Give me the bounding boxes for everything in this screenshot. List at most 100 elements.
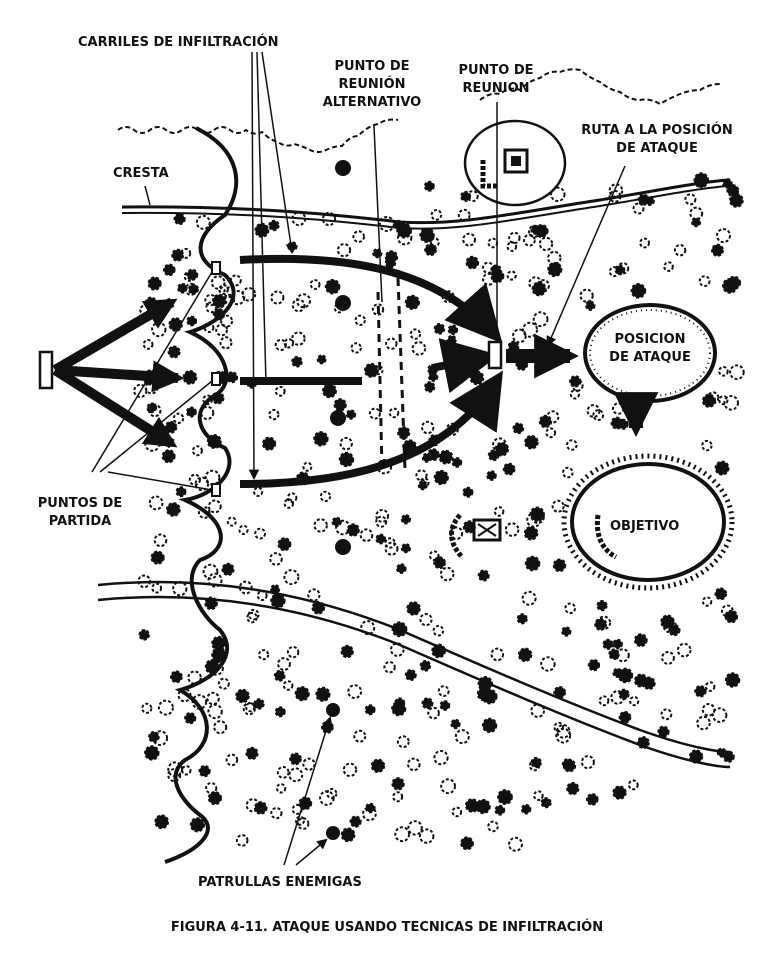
vegetation-symbol <box>400 543 411 554</box>
objective-structure-icon <box>594 514 618 560</box>
vegetation-symbol <box>407 820 423 836</box>
vegetation-symbol <box>354 314 366 326</box>
vegetation-symbol <box>138 629 150 641</box>
vegetation-symbol <box>302 461 313 472</box>
vegetation-symbol <box>362 806 377 822</box>
vegetation-symbol <box>331 516 342 528</box>
vegetation-symbol <box>359 528 374 543</box>
vegetation-symbol <box>552 558 567 573</box>
vegetation-symbol <box>202 563 219 580</box>
vegetation-symbol <box>181 765 192 776</box>
vegetation-symbol <box>512 422 525 435</box>
vegetation-symbol <box>439 566 455 582</box>
vegetation-symbol <box>516 613 528 625</box>
vegetation-symbol <box>618 710 632 724</box>
vegetation-symbol <box>241 287 257 302</box>
vegetation-symbol <box>333 398 347 412</box>
vegetation-symbol <box>462 232 477 247</box>
vegetation-symbol <box>315 686 331 702</box>
alt-rally-dashed-line-1 <box>376 291 384 471</box>
enemy-patrol-dot <box>330 410 346 426</box>
vegetation-symbol <box>450 718 461 730</box>
vegetation-symbol <box>446 334 457 345</box>
vegetation-symbol <box>313 431 329 447</box>
vegetation-symbol <box>508 231 521 245</box>
vegetation-symbol <box>385 337 398 350</box>
vegetation-symbol <box>287 241 298 252</box>
vegetation-symbol <box>246 611 258 624</box>
label-enemy-patrols: PATRULLAS ENEMIGAS <box>198 875 362 890</box>
scalloped-boundary <box>164 126 239 864</box>
label-attack-position: POSICION DE ATAQUE <box>590 331 710 367</box>
vegetation-symbol <box>147 276 162 291</box>
vegetation-symbol <box>547 261 563 278</box>
vegetation-symbol <box>524 555 541 572</box>
vegetation-symbol <box>384 537 396 549</box>
leader-route <box>546 165 626 347</box>
vegetation-symbol <box>561 626 572 637</box>
vegetation-symbol <box>534 224 549 238</box>
leader-lanes-1 <box>261 51 296 255</box>
vegetation-symbol <box>378 216 395 232</box>
vegetation-symbol <box>262 436 277 451</box>
vegetation-symbol <box>566 439 578 451</box>
vegetation-symbol <box>464 798 480 813</box>
vegetation-symbol <box>183 271 195 282</box>
vegetation-symbol <box>660 614 675 630</box>
vegetation-symbol <box>660 708 673 721</box>
rally-building-icon <box>503 148 529 174</box>
vegetation-symbol <box>226 516 237 527</box>
vegetation-symbol <box>313 518 328 533</box>
vegetation-symbol <box>512 328 527 344</box>
vegetation-symbol <box>724 672 741 688</box>
vegetation-symbol <box>629 696 640 707</box>
vegetation-symbol <box>217 677 230 690</box>
vegetation-symbol <box>207 791 222 806</box>
vegetation-symbol <box>551 499 565 513</box>
vegetation-symbol <box>163 263 176 277</box>
vegetation-symbol <box>186 315 198 327</box>
vegetation-symbol <box>404 294 420 310</box>
vegetation-symbol <box>211 293 227 309</box>
start-arrow-down <box>52 365 178 449</box>
vegetation-symbol <box>187 283 199 295</box>
vegetation-symbol <box>339 436 353 451</box>
road-lower-edge <box>97 595 731 769</box>
vegetation-symbol <box>691 217 702 228</box>
vegetation-symbol <box>207 703 223 720</box>
vegetation-symbol <box>469 370 485 386</box>
enemy-structure-icon <box>449 513 464 559</box>
vegetation-symbol <box>545 427 557 439</box>
vegetation-symbol <box>221 562 235 577</box>
vegetation-symbol <box>532 311 549 328</box>
vegetation-symbol <box>275 783 287 794</box>
vegetation-symbol <box>564 602 577 615</box>
attack-position-stipple <box>589 309 711 397</box>
vegetation-symbol <box>592 409 605 422</box>
vegetation-symbol <box>437 685 450 697</box>
vegetation-symbol <box>662 619 677 634</box>
vegetation-symbol <box>428 371 439 382</box>
label-route-to-attack: RUTA A LA POSICIÓN DE ATAQUE <box>569 122 745 158</box>
enemy-patrol-dot <box>335 160 351 176</box>
leader-start-2 <box>99 380 213 473</box>
vegetation-symbol <box>550 186 566 203</box>
vegetation-symbol <box>428 550 440 562</box>
leader-start-1 <box>91 271 213 473</box>
vegetation-symbol <box>694 685 707 698</box>
vegetation-symbol <box>324 278 341 295</box>
vegetation-symbol <box>627 779 639 791</box>
vegetation-symbol <box>612 402 625 415</box>
vegetation-symbol <box>698 275 711 288</box>
vegetation-symbol <box>335 519 351 536</box>
vegetation-symbol <box>191 445 203 457</box>
vegetation-symbol <box>322 383 337 399</box>
vegetation-symbol <box>530 703 546 718</box>
vegetation-symbol <box>388 407 400 419</box>
vegetation-symbol <box>316 354 327 365</box>
label-attack-line-1: POSICION <box>614 332 686 347</box>
vegetation-symbol <box>569 389 581 400</box>
rally-unit-symbol <box>487 340 503 370</box>
vegetation-symbol <box>238 580 253 595</box>
